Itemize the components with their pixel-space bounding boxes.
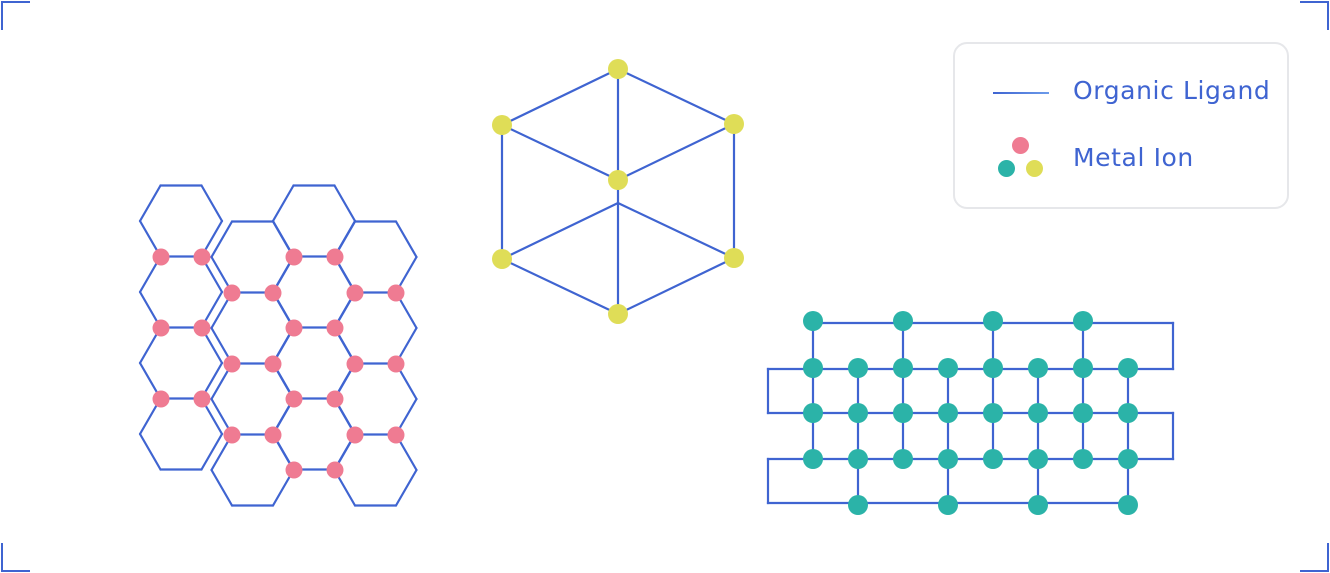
- corner-mark-bottom-right: [1300, 543, 1329, 572]
- metal-node-teal: [1028, 449, 1048, 469]
- metal-node-teal: [938, 449, 958, 469]
- honeycomb-framework: [138, 184, 418, 507]
- metal-node-teal: [1073, 403, 1093, 423]
- metal-node-yellow: [608, 170, 628, 190]
- ligand-line-swatch: [993, 92, 1049, 94]
- metal-node-teal: [803, 403, 823, 423]
- metal-node-teal: [803, 358, 823, 378]
- metal-node-teal: [848, 358, 868, 378]
- grid-framework: [766, 311, 1175, 515]
- metal-node-teal: [1118, 495, 1138, 515]
- corner-mark-bottom-left: [1, 543, 30, 572]
- metal-node-pink: [193, 390, 211, 408]
- metal-node-teal: [893, 358, 913, 378]
- metal-node-pink: [346, 355, 364, 373]
- ligand-bond: [500, 123, 620, 182]
- metal-node-teal: [938, 495, 958, 515]
- metal-node-pink: [152, 390, 170, 408]
- metal-node-teal: [848, 449, 868, 469]
- metal-node-pink: [285, 248, 303, 266]
- metal-node-teal: [803, 311, 823, 331]
- metal-swatch-teal: [998, 160, 1015, 177]
- cubic-framework: [492, 59, 744, 324]
- metal-node-pink: [152, 319, 170, 337]
- metal-node-teal: [983, 403, 1003, 423]
- metal-node-pink: [285, 461, 303, 479]
- metal-node-yellow: [724, 114, 744, 134]
- metal-node-pink: [387, 426, 405, 444]
- metal-node-teal: [848, 403, 868, 423]
- metal-node-teal: [983, 449, 1003, 469]
- ligand-bond: [616, 256, 736, 316]
- metal-node-teal: [1073, 311, 1093, 331]
- ligand-bond: [333, 184, 357, 223]
- legend: Organic Ligand Metal Ion: [953, 42, 1289, 209]
- metal-node-teal: [938, 358, 958, 378]
- metal-node-pink: [346, 426, 364, 444]
- ligand-bond: [500, 67, 620, 127]
- metal-node-teal: [938, 403, 958, 423]
- ligand-bond: [210, 220, 234, 259]
- metal-node-pink: [326, 390, 344, 408]
- metal-node-yellow: [492, 115, 512, 135]
- metal-node-pink: [387, 355, 405, 373]
- metal-node-pink: [264, 284, 282, 302]
- metal-node-pink: [264, 426, 282, 444]
- metal-node-teal: [1118, 358, 1138, 378]
- metal-swatch-pink: [1012, 137, 1029, 154]
- metal-node-pink: [223, 355, 241, 373]
- metal-swatch-yellow: [1026, 160, 1043, 177]
- metal-node-teal: [1118, 403, 1138, 423]
- metal-node-teal: [1028, 495, 1048, 515]
- metal-node-pink: [326, 319, 344, 337]
- ligand-bond: [394, 220, 418, 259]
- metal-node-yellow: [492, 249, 512, 269]
- metal-node-teal: [1028, 358, 1048, 378]
- ligand-bond: [200, 184, 224, 223]
- metal-node-yellow: [608, 304, 628, 324]
- ligand-bond: [500, 257, 620, 316]
- metal-node-teal: [1118, 449, 1138, 469]
- ligand-bond: [138, 432, 162, 471]
- ligand-bond: [500, 201, 620, 261]
- ligand-bond: [210, 468, 234, 507]
- ligand-bond: [200, 432, 224, 471]
- metal-node-yellow: [608, 59, 628, 79]
- ligand-bond: [138, 184, 162, 223]
- metal-node-pink: [223, 284, 241, 302]
- corner-mark-top-left: [1, 1, 30, 30]
- metal-node-teal: [1028, 403, 1048, 423]
- metal-node-teal: [1073, 358, 1093, 378]
- metal-node-teal: [1073, 449, 1093, 469]
- metal-node-yellow: [724, 248, 744, 268]
- ligand-bond: [394, 468, 418, 507]
- metal-node-pink: [346, 284, 364, 302]
- metal-node-pink: [193, 319, 211, 337]
- ligand-legend-label: Organic Ligand: [1073, 76, 1271, 105]
- corner-mark-top-right: [1300, 1, 1329, 30]
- metal-node-teal: [848, 495, 868, 515]
- metal-node-pink: [326, 248, 344, 266]
- metal-node-pink: [193, 248, 211, 266]
- metal-node-teal: [983, 311, 1003, 331]
- metal-node-teal: [893, 311, 913, 331]
- metal-node-teal: [893, 403, 913, 423]
- ligand-bond: [616, 122, 736, 182]
- metal-node-teal: [893, 449, 913, 469]
- metal-node-pink: [326, 461, 344, 479]
- metal-node-teal: [983, 358, 1003, 378]
- metal-node-pink: [264, 355, 282, 373]
- metal-node-pink: [285, 319, 303, 337]
- metal-node-teal: [803, 449, 823, 469]
- ligand-bond: [616, 67, 736, 126]
- metal-node-pink: [152, 248, 170, 266]
- ligand-bond: [271, 184, 295, 223]
- ligand-bond: [616, 201, 736, 260]
- metal-node-pink: [387, 284, 405, 302]
- metal-node-pink: [223, 426, 241, 444]
- metal-legend-label: Metal Ion: [1073, 143, 1194, 172]
- metal-node-pink: [285, 390, 303, 408]
